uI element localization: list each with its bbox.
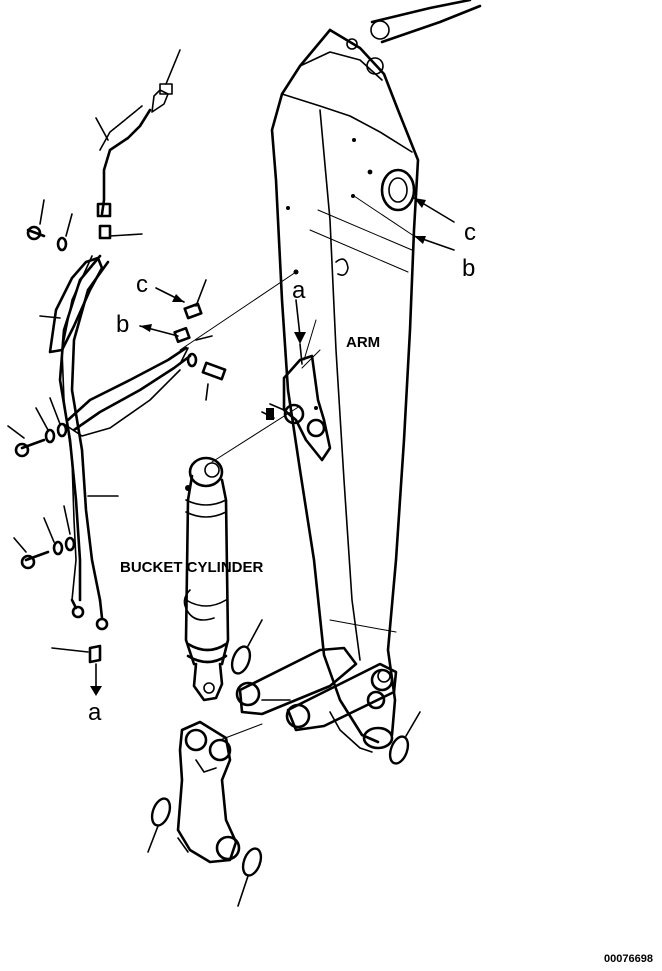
bottom-link-assembly [176, 720, 241, 864]
callout-b-left: b [116, 311, 129, 338]
callout-c-right: c [464, 219, 476, 246]
bucket-cylinder-label: BUCKET CYLINDER [120, 559, 264, 576]
callout-b-right: b [462, 255, 475, 282]
hydraulic-piping [7, 49, 227, 696]
arm-assembly [261, 0, 482, 753]
assembly-leader-lines [179, 271, 321, 741]
callout-a-bottom: a [88, 699, 102, 726]
callout-a-top: a [292, 277, 306, 304]
callout-c-left: c [136, 271, 148, 298]
o-rings [147, 619, 421, 907]
bucket-cylinder-assembly [183, 456, 230, 702]
h-link-assembly [235, 646, 398, 732]
callout-arrows [139, 195, 455, 365]
drawing-number: 00076698 [604, 953, 653, 965]
arm-label: ARM [346, 334, 380, 351]
